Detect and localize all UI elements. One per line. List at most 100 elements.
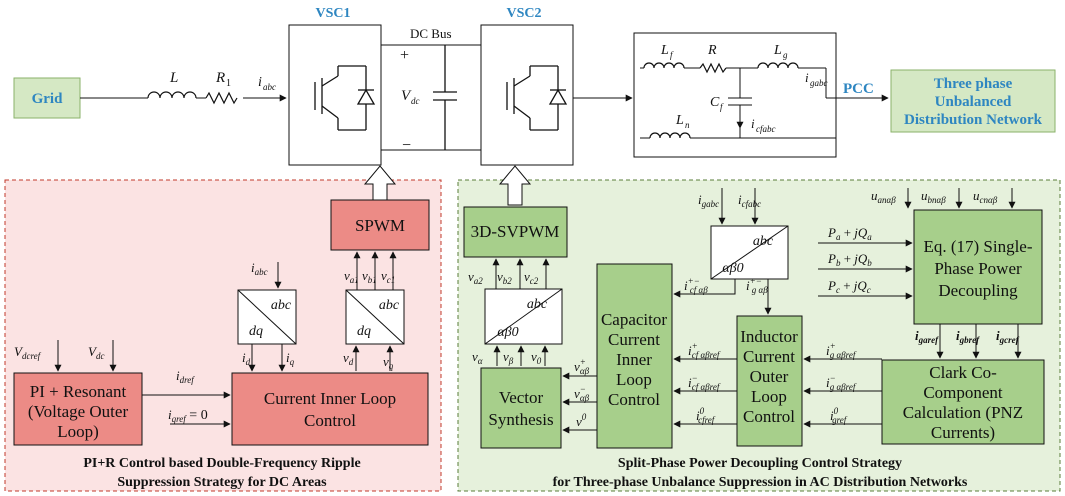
vsc1-label: VSC1 (315, 6, 350, 21)
sig-valpha: vα (472, 349, 483, 366)
dc-capacitor-icon (433, 45, 457, 150)
clark-component-block (881, 359, 1045, 445)
right-caption-line1: Split-Phase Power Decoupling Control Str… (618, 456, 902, 471)
vector-synthesis-block (480, 367, 562, 449)
Cf-sub: f (720, 102, 724, 112)
inductor-current-loop-block (736, 315, 803, 447)
tl-abc: abc (527, 297, 548, 312)
pi-resonant-block (13, 372, 143, 446)
Lg-label: L (773, 43, 782, 58)
pi-line3: Loop) (57, 422, 99, 441)
vsc2-label: VSC2 (506, 6, 541, 21)
Cf-label: C (710, 95, 720, 110)
sig-pb: Pb + jQb (827, 251, 872, 268)
network-line3: Distribution Network (904, 112, 1043, 128)
clark-line3: Calculation (PNZ (903, 403, 1023, 422)
lcl-filter-box (633, 32, 837, 158)
Ln-sub: n (685, 120, 690, 130)
sig-vbeta: vβ (503, 349, 514, 366)
pcc-label: PCC (843, 81, 874, 97)
spwm-to-vsc1-arrow (363, 165, 397, 201)
inductor-Ln (649, 132, 691, 139)
sig-iq: iq (286, 350, 295, 367)
vdc-label: V (401, 88, 412, 104)
right-caption-line2: for Three-phase Unbalance Suppression in… (553, 475, 968, 490)
eq-line1: Eq. (17) Single- (923, 237, 1032, 256)
resistor-R (699, 62, 727, 74)
sig-vq: vq (383, 354, 394, 371)
resistor-R1 (205, 91, 238, 105)
dc-plus: + (400, 47, 409, 64)
t1-abc: abc (271, 298, 292, 313)
icf-sub: cfabc (756, 124, 776, 134)
vs-line2: Synthesis (488, 410, 553, 429)
left-caption-line2: Suppression Strategy for DC Areas (117, 475, 327, 490)
iabc-label: i (258, 75, 262, 90)
ind-line2: Current (743, 347, 795, 366)
cap-line5: Control (608, 390, 660, 409)
t2-abc: abc (379, 298, 400, 313)
sig-vpos: v+αβ (574, 357, 590, 376)
Lf-label: L (660, 43, 669, 58)
grid-label: Grid (32, 91, 63, 107)
grid-box (13, 77, 81, 119)
network-line2: Unbalanced (935, 94, 1012, 110)
tl-ab0: αβ0 (497, 325, 518, 340)
clark-line4: Currents) (931, 423, 995, 442)
igabc-top-label: i (805, 70, 809, 85)
eq17-decoupling-block (913, 209, 1043, 325)
Ln-label: L (675, 113, 684, 128)
ind-line5: Control (743, 407, 795, 426)
svpwm-label: 3D-SVPWM (471, 222, 560, 241)
L-label: L (169, 70, 178, 86)
inductor-Lg (757, 62, 799, 69)
cil-line2: Control (304, 411, 356, 430)
Lg-sub: g (783, 50, 788, 60)
vs-line1: Vector (499, 388, 544, 407)
network-line1: Three phase (934, 76, 1013, 92)
R1-sub: 1 (226, 78, 231, 89)
dc-bus-label: DC Bus (410, 26, 452, 41)
eq-line3: Decoupling (938, 281, 1018, 300)
left-caption-line1: PI+R Control based Double-Frequency Ripp… (83, 456, 360, 471)
sig-id: id (242, 350, 251, 367)
cap-line4: Loop (616, 370, 652, 389)
sig-v0: v0 (531, 349, 542, 366)
sig-vneg: v−αβ (574, 384, 590, 403)
spwm-label: SPWM (355, 216, 405, 235)
cil-line1: Current Inner Loop (264, 389, 396, 408)
ind-line1: Inductor (740, 327, 798, 346)
igabc-top-sub: gabc (810, 78, 828, 88)
inductor-L (147, 91, 197, 99)
pi-line2: (Voltage Outer (28, 402, 129, 421)
svpwm-to-vsc2-arrow (498, 165, 532, 206)
icf-label: i (751, 116, 755, 131)
sig-vzero: v0 (576, 412, 587, 429)
cap-line3: Inner (616, 350, 652, 369)
sig-pc: Pc + jQc (827, 278, 871, 295)
eq-line2: Phase Power (934, 259, 1022, 278)
vsc1-igbt-icon (314, 65, 376, 131)
spwm-block (330, 199, 430, 251)
vsc2-igbt-icon (506, 65, 568, 131)
Lf-sub: f (670, 50, 674, 60)
iabc-sub: abc (263, 82, 276, 92)
pi-line1: PI + Resonant (30, 382, 127, 401)
capacitor-current-loop-block (596, 263, 673, 449)
sig-vd: vd (343, 350, 354, 367)
ind-line3: Outer (750, 367, 789, 386)
clark-line1: Clark Co- (929, 363, 997, 382)
vdc-sub: dc (411, 96, 420, 106)
R-label: R (707, 43, 717, 58)
tr-ab0: αβ0 (722, 261, 743, 276)
cap-line2: Current (608, 330, 660, 349)
network-box (890, 69, 1056, 133)
t1-dq: dq (249, 324, 263, 339)
t2-dq: dq (357, 324, 371, 339)
sig-pa: Pa + jQa (827, 225, 872, 242)
inductor-Lf (643, 62, 685, 69)
svpwm-block (463, 206, 568, 258)
dc-minus: − (402, 137, 411, 154)
cap-line1: Capacitor (601, 310, 667, 329)
